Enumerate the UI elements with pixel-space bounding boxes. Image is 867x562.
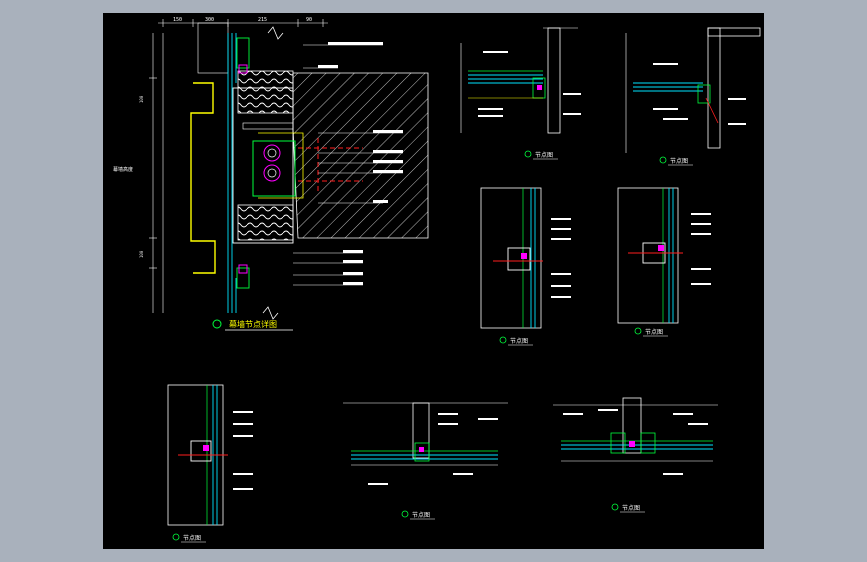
detail-title: 节点图 [412,511,430,519]
detail-7: 节点图 [553,397,718,513]
dim-label: 300 [205,17,214,23]
side-label: 幕墙高度 [113,166,133,173]
detail-title: 节点图 [670,157,688,165]
dim-label: 150 [173,17,182,23]
main-detail: 150 300 215 90 幕墙高度 100 100 [113,17,429,331]
cad-drawing: 150 300 215 90 幕墙高度 100 100 [113,17,761,543]
detail-title: 节点图 [510,337,528,345]
detail-2: 节点图 [625,27,761,166]
dim-label: 100 [139,95,144,103]
detail-title: 节点图 [183,534,201,542]
detail-title: 节点图 [622,504,640,512]
detail-title: 节点图 [535,151,553,159]
detail-3: 节点图 [480,187,571,346]
dim-label: 100 [139,250,144,258]
detail-5: 节点图 [167,384,253,543]
detail-4: 节点图 [617,187,711,337]
detail-title: 节点图 [645,328,663,336]
dim-label: 90 [306,17,312,23]
cad-drawing-canvas[interactable]: 150 300 215 90 幕墙高度 100 100 [103,13,764,549]
dim-label: 215 [258,17,267,23]
detail-1: 节点图 [460,27,581,160]
main-title: 幕墙节点详图 [229,319,277,329]
detail-6: 节点图 [343,402,508,520]
